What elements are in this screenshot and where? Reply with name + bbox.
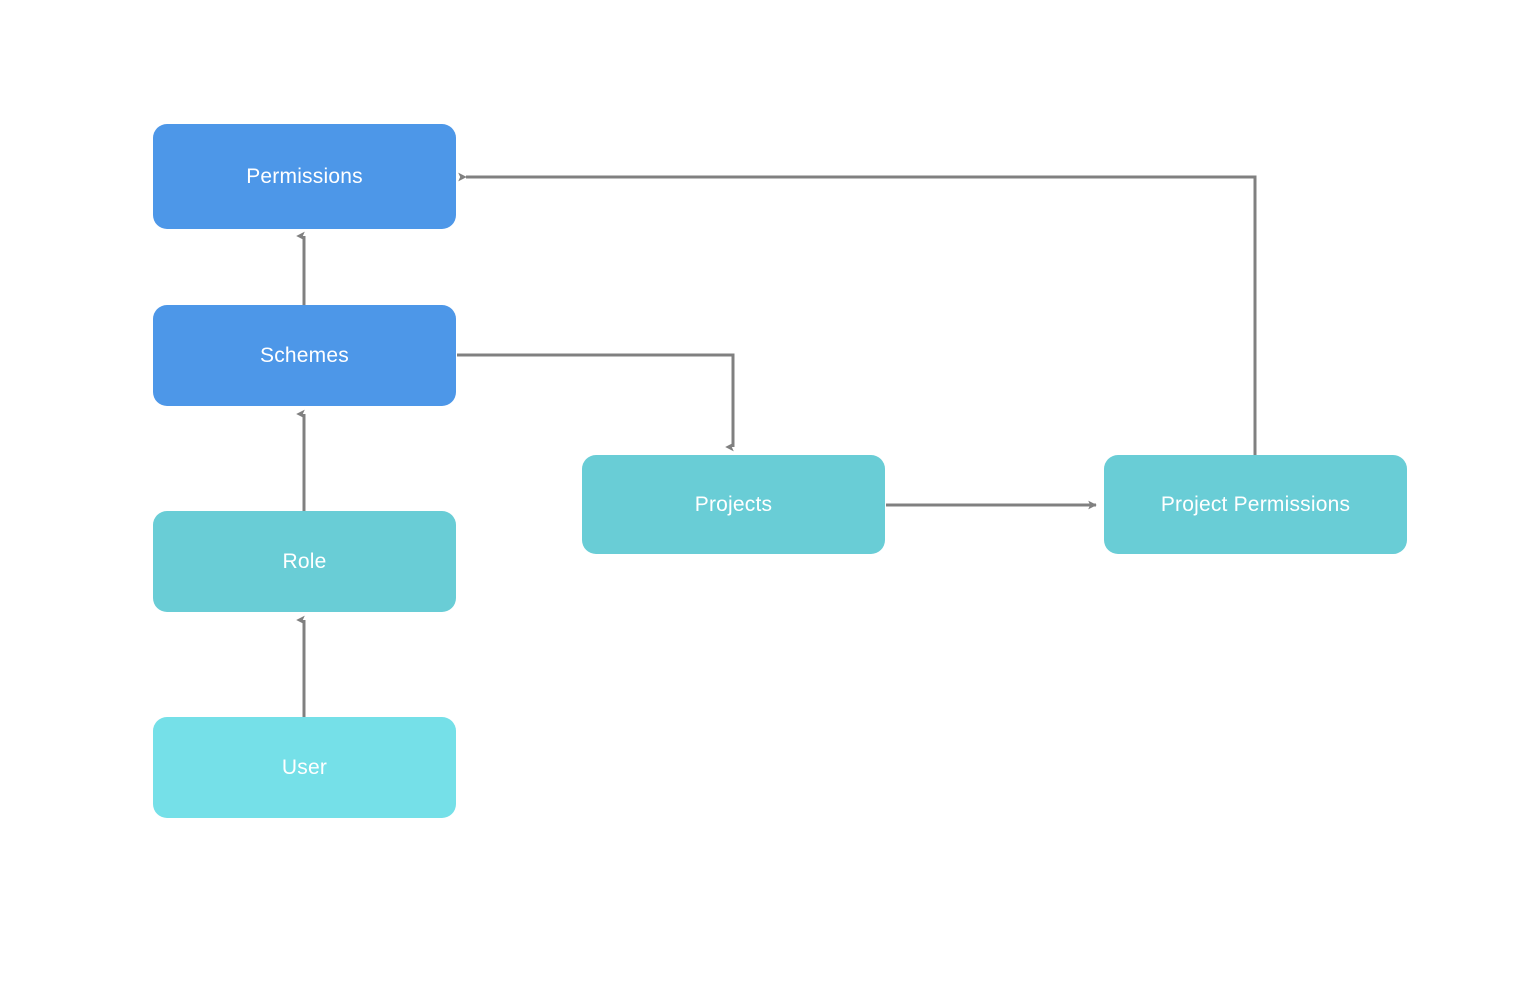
node-project-permissions[interactable]: Project Permissions <box>1104 455 1407 554</box>
node-user[interactable]: User <box>153 717 456 818</box>
edge-project-permissions-to-permissions <box>458 172 1257 455</box>
node-projects[interactable]: Projects <box>582 455 885 554</box>
node-project-permissions-label: Project Permissions <box>1160 492 1351 516</box>
node-permissions-label: Permissions <box>246 164 363 188</box>
node-projects-label: Projects <box>694 492 773 516</box>
node-user-label: User <box>281 755 328 779</box>
node-permissions[interactable]: Permissions <box>153 124 456 229</box>
node-role[interactable]: Role <box>153 511 456 612</box>
node-schemes[interactable]: Schemes <box>153 305 456 406</box>
node-role-label: Role <box>282 549 327 573</box>
node-schemes-label: Schemes <box>260 343 349 367</box>
edge-schemes-to-projects <box>457 353 735 452</box>
